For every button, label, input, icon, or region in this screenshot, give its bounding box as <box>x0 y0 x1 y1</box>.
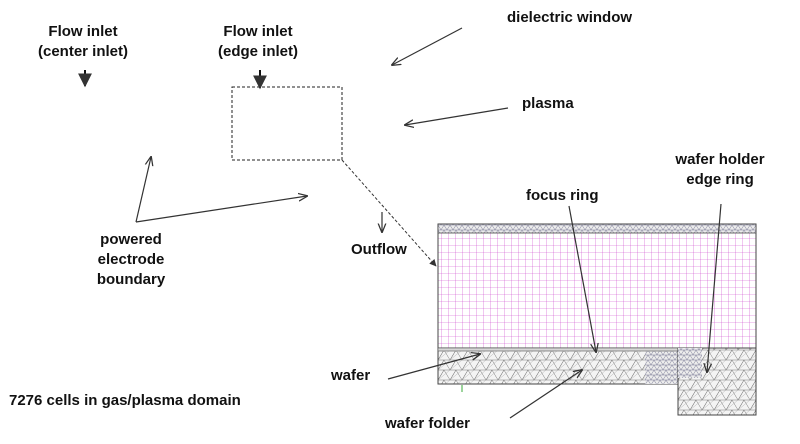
edge-inlet-box <box>231 86 343 161</box>
wafer-holder-label-line2: edge ring <box>686 171 754 188</box>
outflow-label: Outflow <box>351 241 407 258</box>
wafer-holder-label-line1: wafer holder <box>675 151 765 168</box>
mapping-dashed-line <box>341 159 437 267</box>
focus-ring-label: focus ring <box>526 187 599 204</box>
edge-ring-dense-mesh <box>678 348 702 378</box>
wafer-folder-label: wafer folder <box>385 415 471 432</box>
powered-label-line1: powered <box>100 231 162 248</box>
powered-arrow-up <box>135 157 151 223</box>
edge-inlet-label: Flow inlet (edge inlet) <box>198 22 318 62</box>
powered-arrow-right <box>135 196 307 223</box>
focus-ring-arrow <box>568 205 596 352</box>
wafer-holder-arrow <box>707 203 722 372</box>
wafer-arrow <box>387 354 480 380</box>
wafer-folder-arrow <box>509 370 582 419</box>
powered-electrode-label: powered electrode boundary <box>76 230 186 290</box>
dielectric-window-arrow <box>392 27 463 65</box>
plasma-label: plasma <box>522 95 574 112</box>
powered-label-line2: electrode <box>97 251 165 268</box>
center-inlet-label-line1: Flow inlet <box>48 23 118 40</box>
dielectric-window-label: dielectric window <box>507 9 633 26</box>
cells-note-label: 7276 cells in gas/plasma domain <box>9 392 241 409</box>
center-inlet-label-line2: (center inlet) <box>37 43 128 60</box>
plasma-arrow <box>405 107 509 125</box>
edge-inlet-label-line1: Flow inlet <box>223 23 293 40</box>
plasma-mesh-region <box>437 223 757 349</box>
plasma-mesh-top-band <box>437 223 757 234</box>
edge-inlet-label-line2: (edge inlet) <box>217 43 298 60</box>
powered-label-line3: boundary <box>96 271 166 288</box>
wafer-label: wafer <box>331 367 371 384</box>
center-inlet-label: Flow inlet (center inlet) <box>18 22 148 62</box>
wafer-mesh-region <box>437 347 679 385</box>
wafer-holder-label: wafer holder edge ring <box>655 150 785 190</box>
wafer-surface-line <box>437 347 679 352</box>
